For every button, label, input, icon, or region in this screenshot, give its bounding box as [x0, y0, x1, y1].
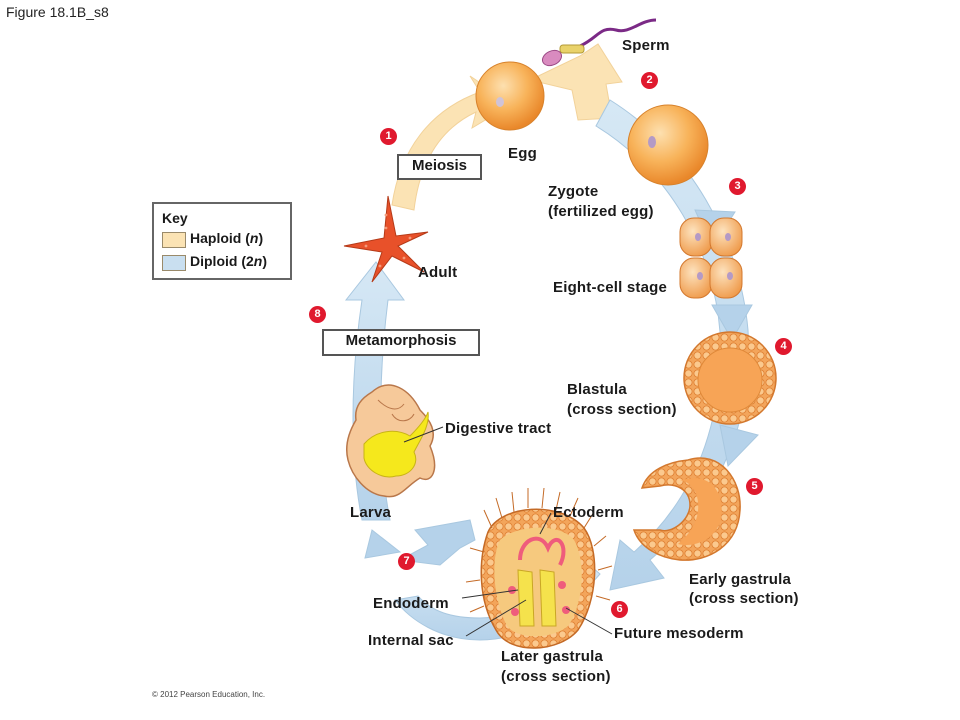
- larva-icon: [345, 384, 436, 498]
- egg-icon: [475, 61, 545, 131]
- step-badge-7: 7: [398, 553, 415, 570]
- digestive-tract-label: Digestive tract: [445, 420, 552, 437]
- step-badge-2: 2: [641, 72, 658, 89]
- key-legend: Key Haploid (n) Diploid (2n): [152, 202, 292, 280]
- sperm-arrow: [528, 43, 623, 121]
- meiosis-box: Meiosis: [397, 154, 482, 180]
- later-gastrula-icon: [465, 487, 613, 649]
- blastula-label: Blastula: [567, 381, 627, 398]
- figure-title: Figure 18.1B_s8: [6, 4, 109, 20]
- zygote-sublabel: (fertilized egg): [548, 203, 654, 220]
- internal-sac-label: Internal sac: [368, 632, 454, 649]
- copyright-text: © 2012 Pearson Education, Inc.: [152, 690, 266, 699]
- blastula-icon: [683, 331, 777, 425]
- zygote-icon: [627, 104, 709, 186]
- leader-lines: [403, 426, 613, 637]
- starfish-icon: [343, 195, 429, 283]
- endoderm-label: Endoderm: [373, 595, 449, 612]
- early-gastrula-label: Early gastrula: [689, 571, 792, 588]
- sperm-label: Sperm: [622, 37, 670, 54]
- early-gastrula-sublabel: (cross section): [689, 590, 799, 607]
- larva-label: Larva: [350, 504, 392, 521]
- step-badge-1: 1: [380, 128, 397, 145]
- step-badge-8: 8: [309, 306, 326, 323]
- diploid-label: Diploid (2n): [190, 253, 268, 269]
- step-badge-4: 4: [775, 338, 792, 355]
- egg-label: Egg: [508, 145, 537, 162]
- step-badge-5: 5: [746, 478, 763, 495]
- haploid-swatch: [162, 232, 186, 248]
- sperm-icon: [541, 18, 657, 67]
- step-badge-6: 6: [611, 601, 628, 618]
- later-gastrula-label: Later gastrula: [501, 648, 603, 665]
- diploid-swatch: [162, 255, 186, 271]
- zygote-label: Zygote: [548, 183, 599, 200]
- future-mesoderm-label: Future mesoderm: [614, 625, 744, 642]
- ectoderm-label: Ectoderm: [553, 504, 624, 521]
- haploid-label: Haploid (n): [190, 230, 264, 246]
- early-gastrula-icon: [632, 457, 741, 561]
- later-gastrula-sublabel: (cross section): [501, 668, 611, 685]
- step-badge-3: 3: [729, 178, 746, 195]
- key-title: Key: [162, 210, 188, 226]
- blastula-sublabel: (cross section): [567, 401, 677, 418]
- eight-cell-icon: [679, 217, 743, 299]
- eight-cell-label: Eight-cell stage: [553, 279, 668, 296]
- adult-label: Adult: [418, 264, 458, 281]
- metamorphosis-box: Metamorphosis: [322, 329, 480, 356]
